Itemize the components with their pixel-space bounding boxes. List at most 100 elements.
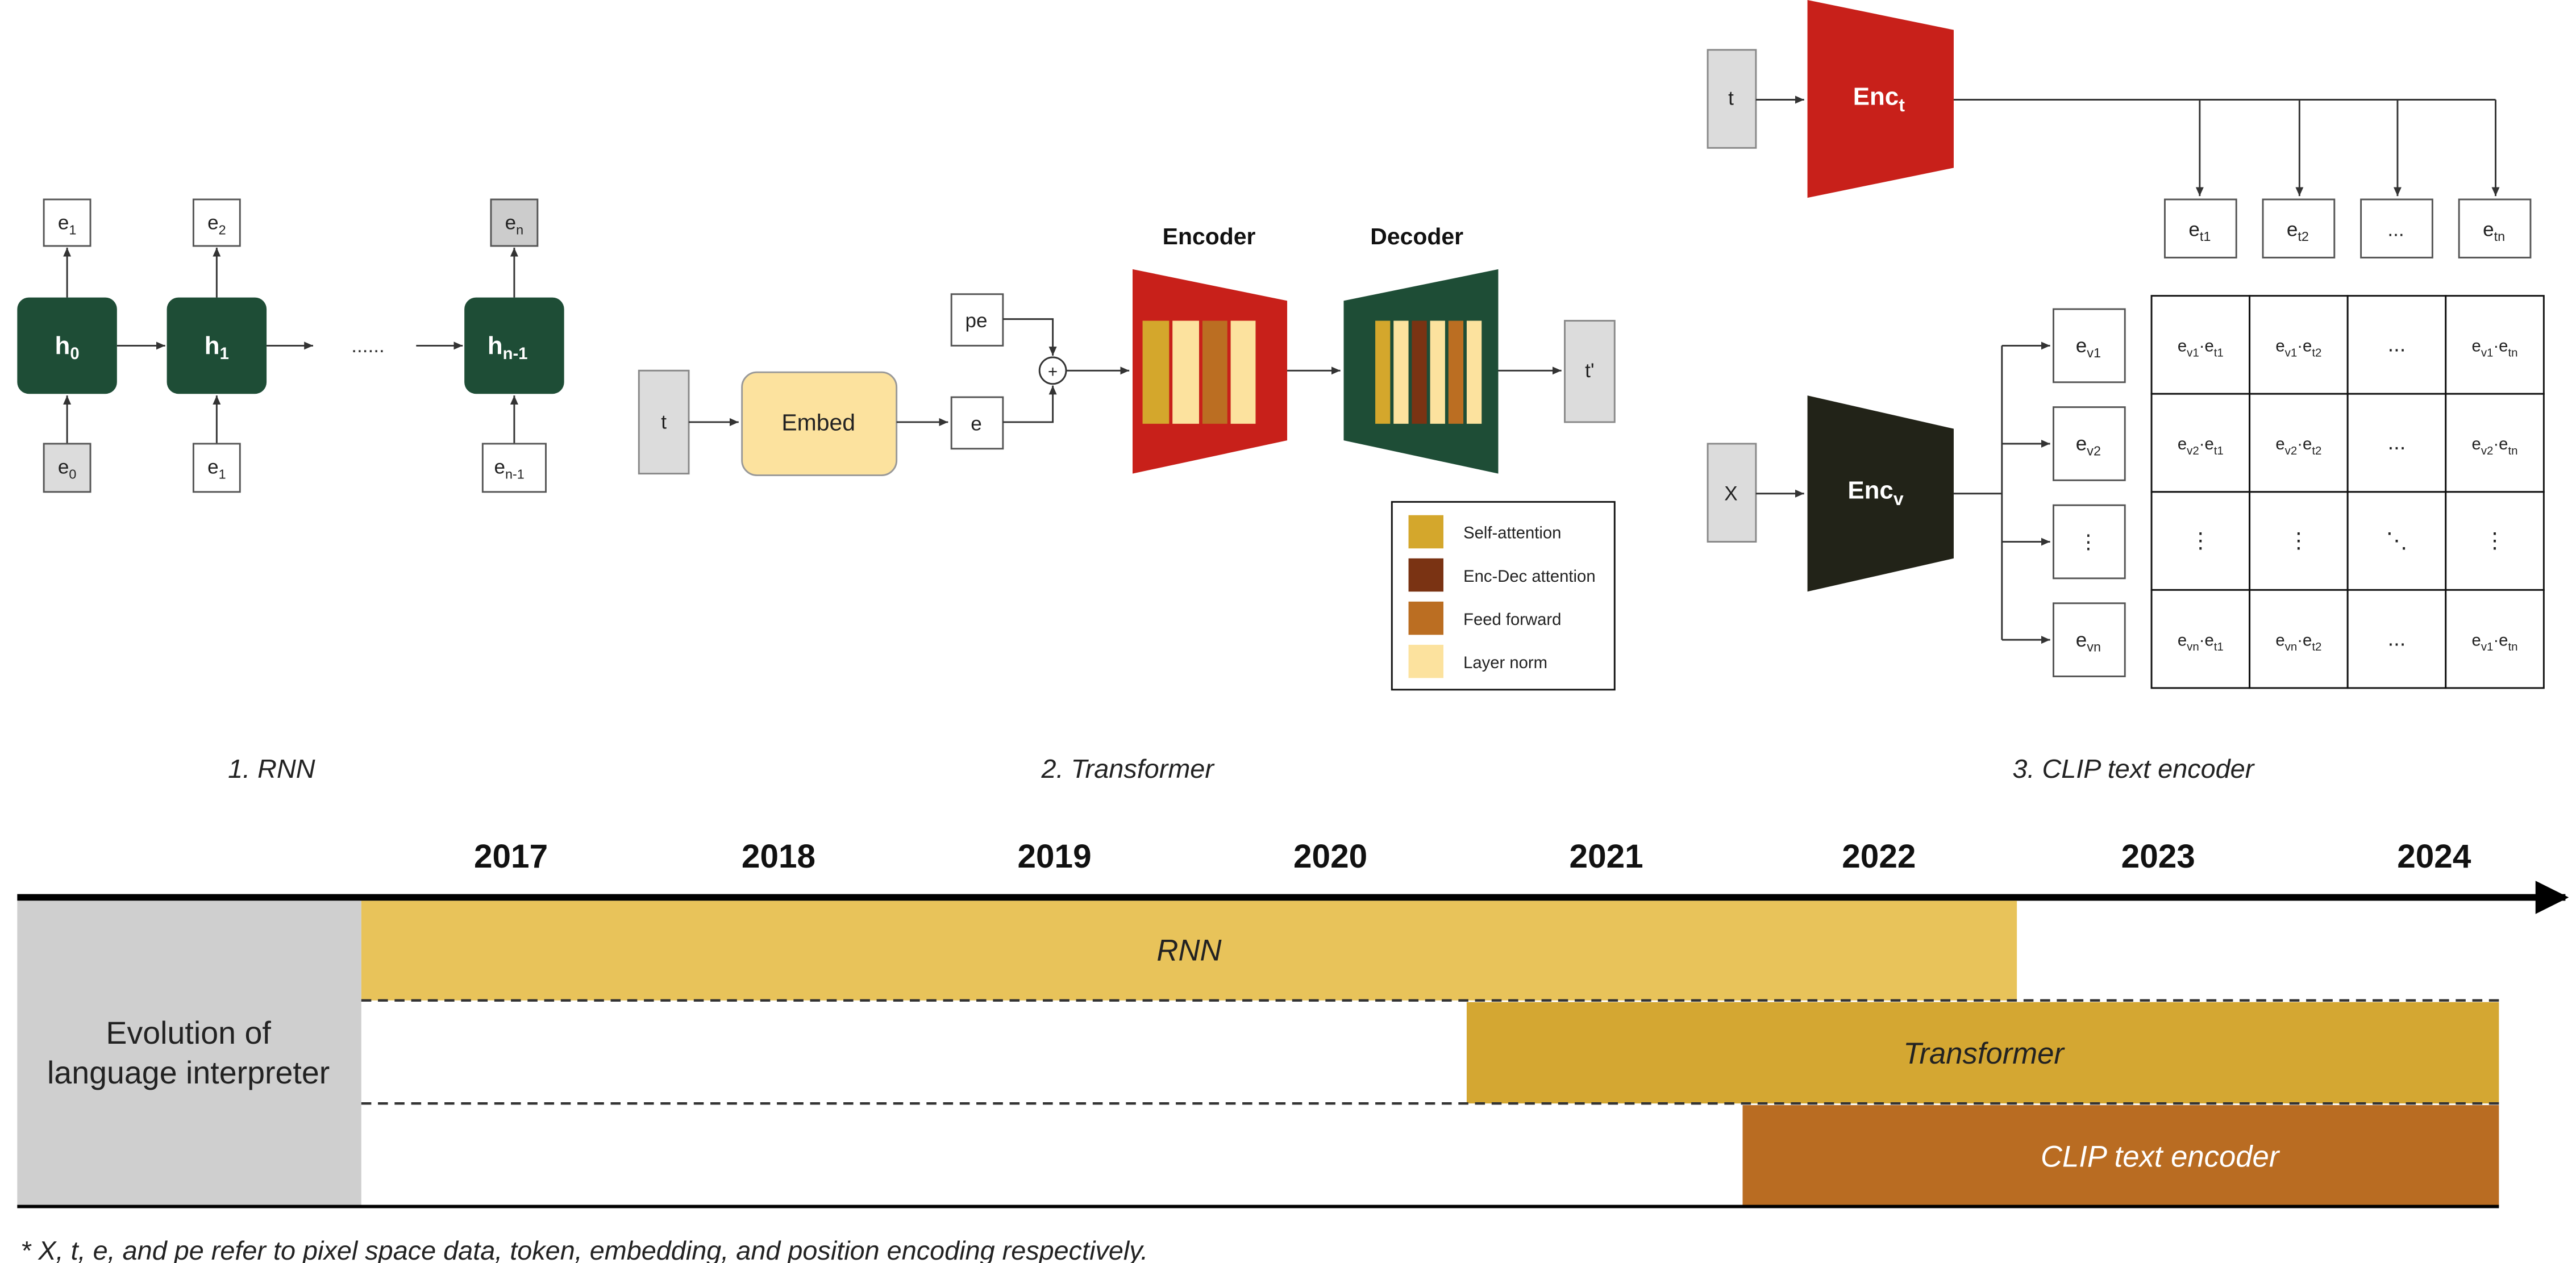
encoder-layer-norm: [1172, 320, 1200, 424]
transformer-token-t: t: [638, 369, 690, 475]
timeline-bar-label: RNN: [1156, 934, 1222, 968]
svg-text:e1: e1: [58, 212, 77, 237]
transformer-pe: pe: [950, 293, 1004, 347]
rnn-input-en-1: en-1: [481, 443, 547, 493]
svg-text:ev1·etn: ev1·etn: [2472, 631, 2518, 653]
svg-text:e1: e1: [207, 456, 226, 482]
matrix-cell: ev1·etn: [2445, 589, 2545, 689]
matrix-cell: ...: [2346, 295, 2447, 395]
timeline-year: 2024: [2397, 838, 2471, 875]
decoder-layer-enc-dec-attention: [1412, 320, 1427, 424]
timeline-bar-clip: [1742, 1105, 2499, 1207]
timeline-bar-label: Transformer: [1903, 1037, 2065, 1070]
svg-text:t: t: [661, 411, 667, 433]
timeline-year: 2021: [1570, 838, 1643, 875]
matrix-cell: ev1·et1: [2150, 295, 2251, 395]
clip-vis-emb-ev2: ev2: [2053, 406, 2126, 481]
svg-text:en-1: en-1: [494, 456, 524, 482]
clip-vis-emb-ev1: ev1: [2053, 308, 2126, 384]
matrix-cell: ...: [2346, 393, 2447, 493]
decoder-layer-norm: [1430, 320, 1445, 424]
svg-text:ev1·et2: ev1·et2: [2275, 337, 2321, 360]
rnn-caption: 1. RNN: [228, 754, 315, 783]
timeline: 2017 2018 2019 2020 2021 2022 2023 2024 …: [17, 838, 2569, 1208]
clip-vis-emb-evn: evn: [2053, 602, 2126, 677]
rnn-hidden-h1: h1: [167, 297, 267, 394]
rnn-ellipsis: ......: [351, 335, 384, 357]
transformer-arrow: [1002, 318, 1057, 356]
svg-text:⋮: ⋮: [2288, 529, 2309, 553]
svg-text:⋮: ⋮: [2484, 529, 2506, 553]
encoder-layer-feed-forward: [1202, 320, 1227, 424]
timeline-year: 2019: [1017, 838, 1091, 875]
transformer-encoder: [1133, 269, 1288, 474]
svg-text:ev1·et1: ev1·et1: [2178, 337, 2224, 360]
matrix-cell: ...: [2346, 589, 2447, 689]
svg-text:Enct: Enct: [1853, 82, 1905, 115]
clip-vis-emb-ellipsis: ⋮: [2053, 504, 2126, 580]
svg-text:ev2: ev2: [2076, 433, 2101, 458]
transformer-embed: Embed: [741, 371, 898, 477]
clip-text-emb-et2: et2: [2262, 198, 2336, 259]
legend-swatch: [1408, 644, 1443, 678]
matrix-cell: ⋱: [2346, 491, 2447, 591]
legend-swatch: [1408, 558, 1443, 592]
clip-vision-encoder: Encv: [1807, 395, 1954, 592]
timeline-row-label: Evolution of: [106, 1015, 271, 1051]
legend-swatch: [1408, 601, 1443, 635]
svg-text:ev2·etn: ev2·etn: [2472, 435, 2518, 457]
legend-label: Self-attention: [1463, 524, 1561, 543]
matrix-cell: ev2·et2: [2249, 393, 2349, 493]
svg-text:e2: e2: [207, 212, 226, 237]
svg-text:⋱: ⋱: [2386, 529, 2407, 553]
rnn-output-e1: e1: [43, 198, 91, 247]
svg-text:hn-1: hn-1: [488, 332, 528, 363]
svg-text:h0: h0: [55, 332, 80, 363]
svg-text:et1: et1: [2188, 218, 2211, 244]
svg-text:e0: e0: [58, 456, 77, 482]
svg-text:⋮: ⋮: [2190, 529, 2211, 553]
matrix-cell: ⋮: [2249, 491, 2349, 591]
svg-text:etn: etn: [2483, 218, 2505, 244]
timeline-year: 2023: [2121, 838, 2195, 875]
rnn-input-e1: e1: [192, 443, 241, 493]
matrix-cell: evn·et1: [2150, 589, 2251, 689]
transformer-arrow: [1002, 385, 1057, 423]
svg-text:...: ...: [2388, 627, 2406, 651]
encoder-layer-norm: [1230, 320, 1256, 424]
decoder-layer-norm: [1393, 320, 1409, 424]
svg-text:h1: h1: [205, 332, 229, 363]
transformer-decoder: [1343, 269, 1499, 474]
svg-text:⋮: ⋮: [2078, 531, 2098, 553]
svg-text:ev2·et1: ev2·et1: [2178, 435, 2224, 457]
svg-text:+: +: [1048, 363, 1058, 381]
timeline-bar-rnn: [361, 901, 2017, 1001]
legend-label: Layer norm: [1463, 654, 1547, 672]
svg-text:et2: et2: [2287, 218, 2309, 244]
clip-text-emb-et1: et1: [2163, 198, 2237, 259]
clip-token-t: t: [1707, 49, 1757, 149]
timeline-year: 2018: [742, 838, 815, 875]
rnn-output-e2: e2: [192, 198, 241, 247]
svg-text:evn·et2: evn·et2: [2275, 631, 2321, 653]
matrix-cell: ev1·etn: [2445, 295, 2545, 395]
footnote: * X, t, e, and pe refer to pixel space d…: [20, 1236, 1148, 1263]
clip-text-emb-ellipsis: ...: [2360, 198, 2433, 259]
legend-label: Feed forward: [1463, 611, 1561, 629]
clip-caption: 3. CLIP text encoder: [2012, 754, 2255, 783]
transformer-output: t': [1564, 320, 1616, 423]
legend-swatch: [1408, 515, 1443, 549]
clip-panel: t Enct et1 et2 ... etn X: [1707, 0, 2545, 783]
transformer-caption: 2. Transformer: [1041, 754, 1216, 783]
matrix-cell: ev2·etn: [2445, 393, 2545, 493]
timeline-row-label-bg: [17, 901, 361, 1207]
decoder-layer-norm: [1466, 320, 1482, 424]
svg-text:t: t: [1728, 87, 1734, 109]
encoder-title: Encoder: [1163, 223, 1256, 249]
clip-text-encoder: Enct: [1807, 0, 1954, 198]
rnn-hidden-hn-1: hn-1: [464, 297, 564, 394]
svg-text:Embed: Embed: [781, 410, 855, 436]
